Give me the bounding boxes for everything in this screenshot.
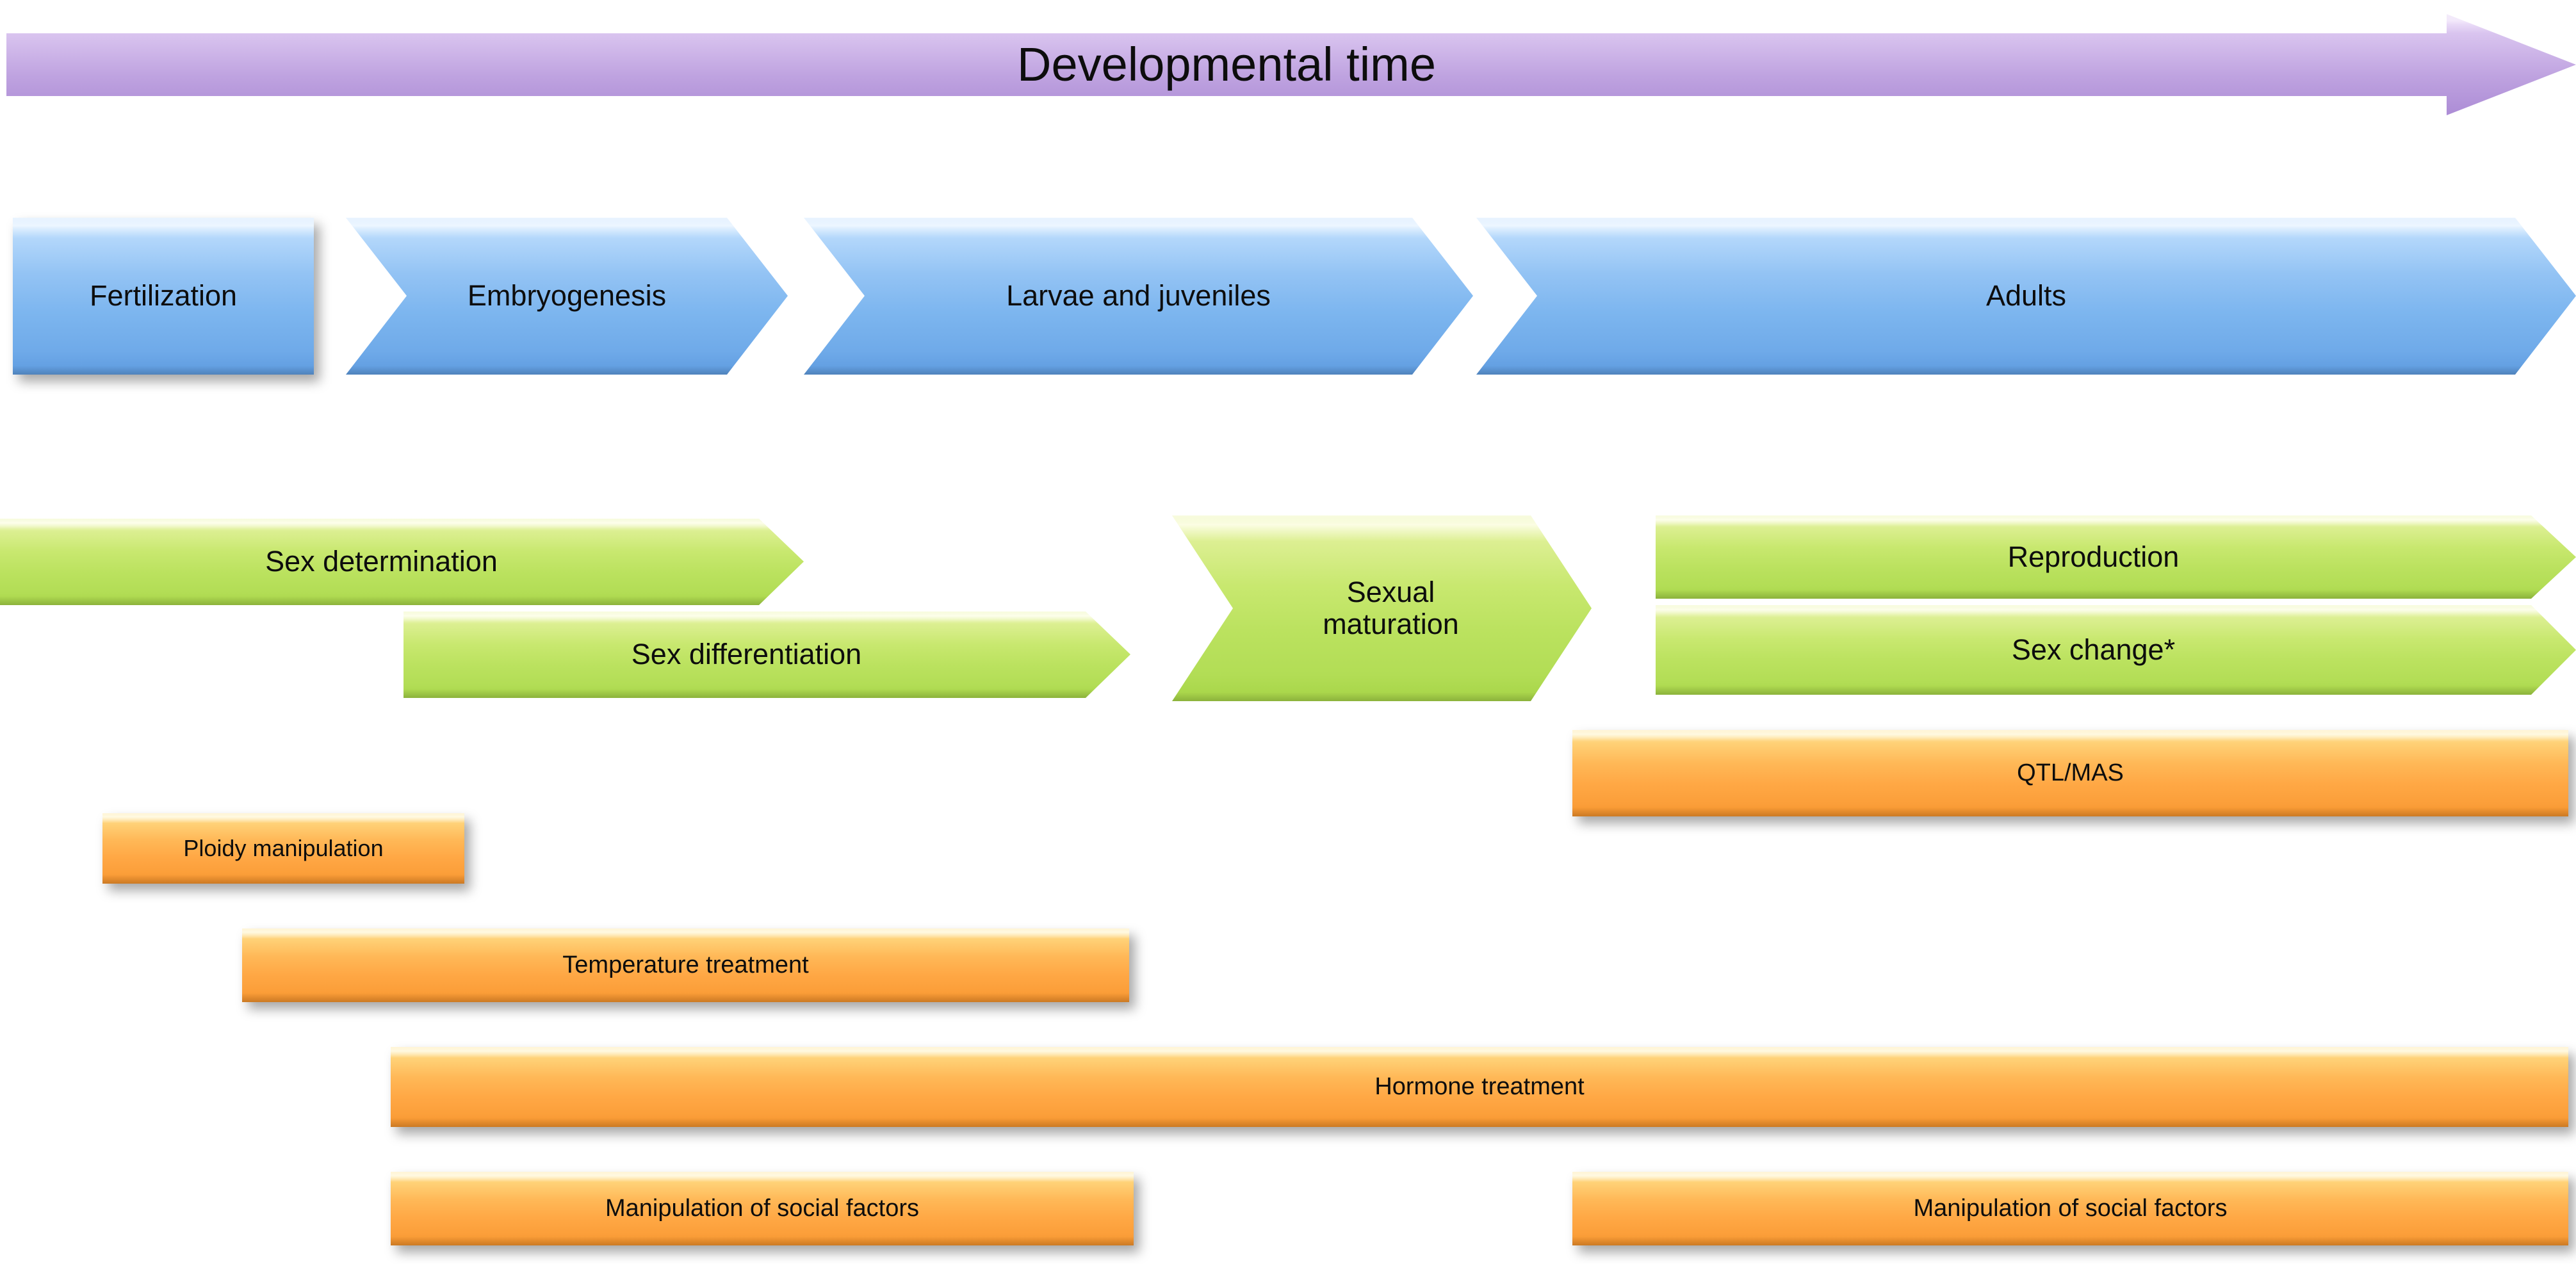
process-sex-differentiation: Sex differentiation [404,612,1130,698]
process-sexual-maturation: Sexual maturation [1172,515,1592,701]
process-label: Reproduction [2007,540,2180,573]
process-label: Sex determination [265,545,498,578]
process-label: Sex change* [2011,633,2176,666]
life-stage-larvae-and-juveniles: Larvae and juveniles [804,218,1473,375]
life-stage-label: Adults [1985,279,2067,312]
intervention-hormone-treatment: Hormone treatment [391,1047,2568,1127]
intervention-ploidy-manipulation: Ploidy manipulation [102,813,464,884]
intervention-label: Manipulation of social factors [1913,1195,2228,1222]
life-stage-label: Embryogenesis [467,279,667,312]
process-sex-determination: Sex determination [0,519,804,605]
process-sex-change: Sex change* [1656,605,2576,695]
intervention-qtl-mas: QTL/MAS [1572,730,2568,816]
intervention-manipulation-of-social-factors-right: Manipulation of social factors [1572,1172,2568,1245]
life-stage-fertilization: Fertilization [13,218,314,375]
process-label: Sex differentiation [631,638,862,671]
intervention-label: QTL/MAS [2017,759,2124,787]
life-stage-embryogenesis: Embryogenesis [346,218,788,375]
process-label: Sexual maturation [1323,575,1459,640]
intervention-temperature-treatment: Temperature treatment [242,928,1129,1002]
intervention-label: Ploidy manipulation [183,834,384,861]
life-stage-label: Larvae and juveniles [1006,279,1271,312]
life-stage-label: Fertilization [89,279,238,312]
life-stage-adults: Adults [1476,218,2576,375]
intervention-label: Manipulation of social factors [605,1195,920,1222]
intervention-manipulation-of-social-factors-left: Manipulation of social factors [391,1172,1134,1245]
developmental-time-label: Developmental time [1017,37,1436,91]
intervention-label: Hormone treatment [1374,1073,1585,1101]
intervention-label: Temperature treatment [562,952,809,979]
process-reproduction: Reproduction [1656,515,2576,599]
developmental-time-arrow: Developmental time [6,14,2576,115]
